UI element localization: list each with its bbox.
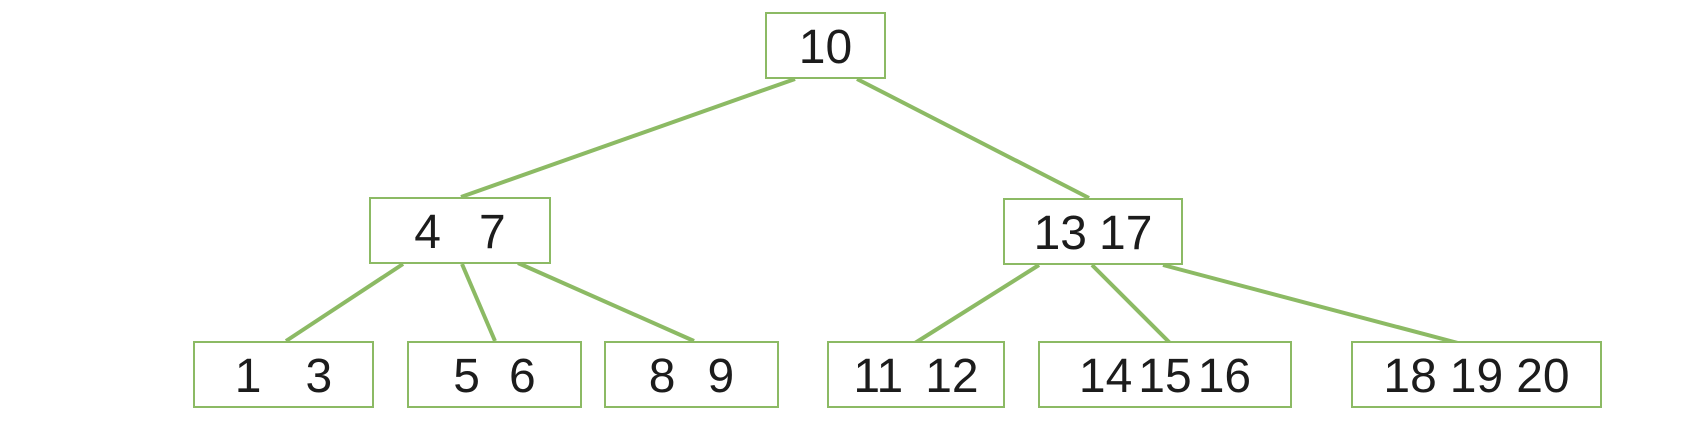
node-key: 4 (414, 205, 441, 259)
node-key: 3 (305, 349, 333, 403)
tree-edge-internal-13-17-to-leaf-14-15-16 (1090, 263, 1172, 345)
tree-edge-internal-4-7-to-leaf-1-3 (284, 262, 405, 343)
tree-edge-internal-13-17-to-leaf-18-19-20 (1162, 263, 1459, 345)
node-key: 12 (925, 349, 979, 403)
node-key: 19 (1449, 349, 1504, 403)
node-key: 10 (798, 20, 853, 74)
node-key: 11 (853, 349, 904, 403)
node-key: 14 (1078, 349, 1133, 403)
tree-edge-internal-4-7-to-leaf-8-9 (517, 261, 695, 343)
node-key: 5 (453, 349, 480, 403)
node-key: 13 (1033, 206, 1087, 260)
tree-edge-internal-13-17-to-leaf-11-12 (913, 263, 1041, 345)
tree-edge-root-10-to-internal-13-17 (856, 77, 1090, 200)
node-key: 7 (479, 205, 506, 259)
node-key: 6 (509, 349, 536, 403)
tree-node-root-10: 10 (765, 12, 886, 79)
node-key: 17 (1099, 206, 1153, 260)
node-key: 18 (1383, 349, 1437, 403)
tree-edge-root-10-to-internal-4-7 (460, 77, 796, 199)
node-key: 8 (648, 349, 676, 403)
tree-node-leaf-11-12: 11 12 (827, 341, 1005, 408)
node-key: 20 (1516, 349, 1570, 403)
node-key: 1 (234, 349, 262, 403)
node-key: 15 (1138, 349, 1192, 403)
node-key: 16 (1197, 349, 1252, 403)
node-key: 9 (707, 349, 735, 403)
tree-edge-internal-4-7-to-leaf-5-6 (460, 263, 497, 342)
